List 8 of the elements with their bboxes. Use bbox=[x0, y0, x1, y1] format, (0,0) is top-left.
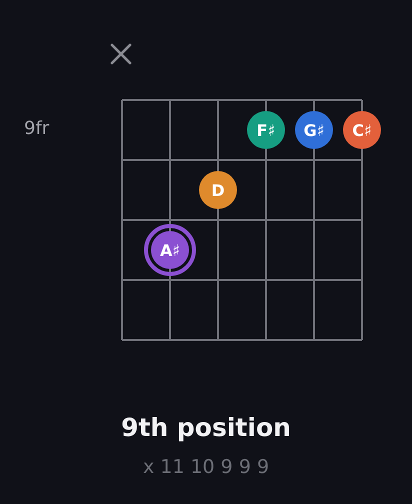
note-circle: D bbox=[199, 171, 237, 209]
fingering-caption: x 11 10 9 9 9 bbox=[142, 456, 270, 478]
note-circle: G♯ bbox=[295, 111, 333, 149]
root-note-circle: A♯ bbox=[144, 224, 196, 276]
note-circle: C♯ bbox=[343, 111, 381, 149]
note-circle: F♯ bbox=[247, 111, 285, 149]
position-title: 9th position bbox=[121, 413, 291, 442]
fret-number-label: 9fr bbox=[24, 118, 50, 139]
